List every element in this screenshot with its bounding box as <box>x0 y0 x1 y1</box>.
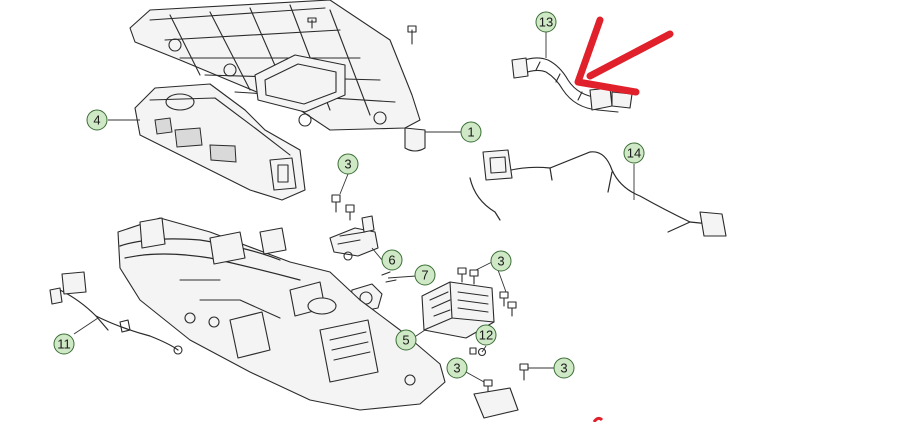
callout-12: 12 <box>475 324 497 346</box>
screw-set-3-upper <box>331 194 355 221</box>
svg-text:11: 11 <box>57 337 71 352</box>
part-12-nut <box>469 347 487 357</box>
callout-4: 4 <box>86 109 108 131</box>
svg-text:3: 3 <box>560 361 567 376</box>
callout-3-lower-left: 3 <box>446 357 468 379</box>
svg-text:7: 7 <box>421 268 428 283</box>
svg-text:6: 6 <box>388 253 395 268</box>
callout-5: 5 <box>395 329 417 351</box>
svg-text:14: 14 <box>627 146 641 161</box>
red-mark <box>592 416 604 422</box>
part-1-bracket-frame <box>129 0 426 152</box>
svg-text:3: 3 <box>497 254 504 269</box>
lower-tray-assembly <box>117 217 519 419</box>
callout-3-mid: 3 <box>490 250 512 272</box>
callout-3-lower-right: 3 <box>553 357 575 379</box>
callout-13: 13 <box>535 11 557 33</box>
callout-6: 6 <box>381 249 403 271</box>
svg-text:5: 5 <box>402 333 409 348</box>
callout-1: 1 <box>460 121 482 143</box>
callout-14: 14 <box>623 142 645 164</box>
red-arrow-pointer <box>574 16 674 96</box>
screw-set-3-mid <box>457 267 517 317</box>
svg-text:12: 12 <box>479 328 493 343</box>
screw-top-1 <box>307 17 317 29</box>
screw-top-2 <box>407 25 417 45</box>
callout-11: 11 <box>53 333 75 355</box>
part-5-module <box>421 281 495 339</box>
part-13-coolant-hose <box>511 57 633 113</box>
svg-text:3: 3 <box>344 157 351 172</box>
part-4-electronics-housing <box>134 83 306 201</box>
svg-text:4: 4 <box>93 113 100 128</box>
part-14-wiring-harness <box>469 149 727 237</box>
svg-text:3: 3 <box>453 361 460 376</box>
callout-3-upper: 3 <box>337 153 359 175</box>
callout-7: 7 <box>414 264 436 286</box>
svg-text:13: 13 <box>539 15 553 30</box>
part-6-sensor <box>329 215 379 261</box>
part-11-harness <box>49 271 183 355</box>
svg-text:1: 1 <box>467 125 474 140</box>
